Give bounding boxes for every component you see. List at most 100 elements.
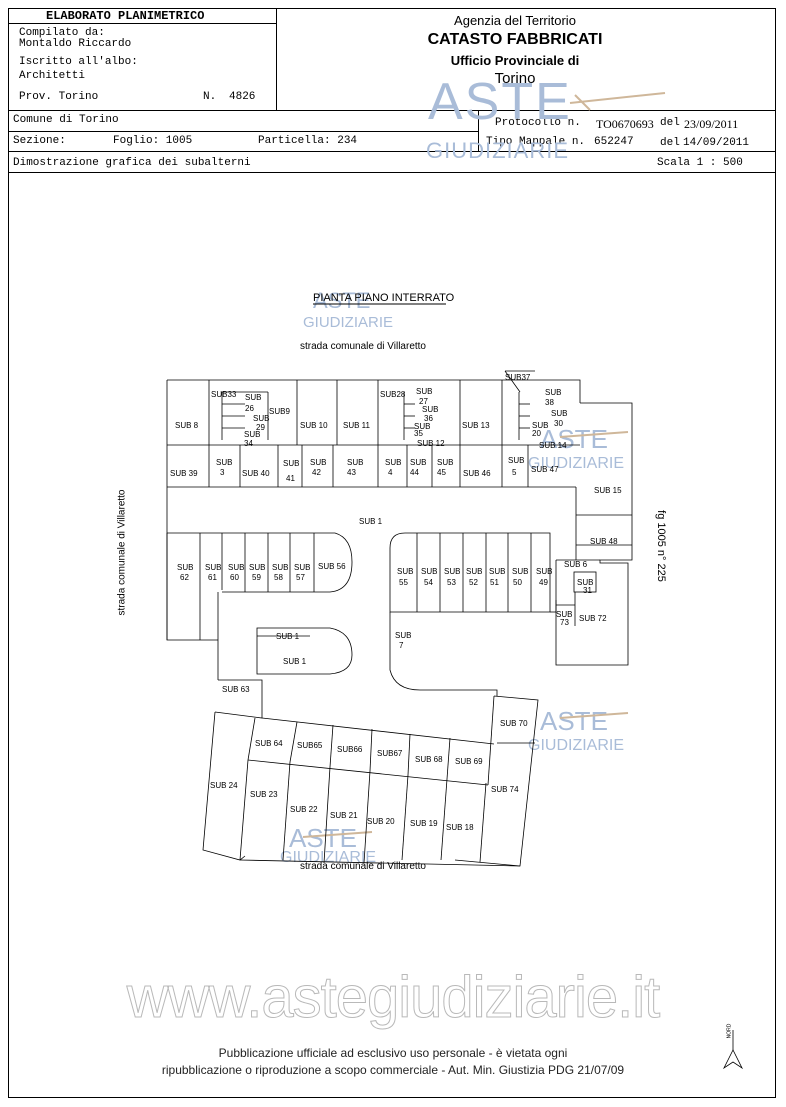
sub-label: SUB 70: [500, 719, 528, 728]
tipo-del: del: [660, 137, 680, 149]
sub-label: 57: [296, 573, 305, 582]
office-city: Torino: [494, 70, 536, 87]
gavel-icon: [302, 92, 666, 838]
sub-label: SUB 18: [446, 823, 474, 832]
watermark-aste-header: ASTE: [428, 73, 572, 131]
tipo-date: 14/09/2011: [683, 137, 750, 149]
sub-label: 44: [410, 468, 419, 477]
sub-label: 20: [532, 429, 541, 438]
sub-label: 53: [447, 578, 456, 587]
sub-label: SUB66: [337, 745, 363, 754]
sub-label: SUB 48: [590, 537, 618, 546]
sub-label: SUB 1: [359, 517, 383, 526]
street-bottom: strada comunale di Villaretto: [300, 861, 426, 872]
compiled-label: Compilato da:: [19, 27, 105, 39]
sub-label: SUB: [536, 567, 552, 576]
sub-label: SUB: [421, 567, 437, 576]
sub-label: SUB 56: [318, 562, 346, 571]
compiled-name: Montaldo Riccardo: [19, 38, 132, 50]
document-frame: [8, 8, 776, 1098]
sub-label: SUB65: [297, 741, 323, 750]
header-box-title: ELABORATO PLANIMETRICO: [46, 9, 205, 23]
sub-label: SUB 11: [343, 421, 371, 430]
sub-label: 29: [256, 423, 265, 432]
sub-label: SUB 12: [417, 439, 445, 448]
sub-label: 42: [312, 468, 321, 477]
watermark-giudiziarie-right: GIUDIZIARIE: [528, 455, 625, 472]
sub-label: SUB: [444, 567, 460, 576]
sub-label: 43: [347, 468, 356, 477]
plan-lines: [166, 92, 744, 1070]
sub-label: 51: [490, 578, 499, 587]
sub-label: SUB: [283, 459, 299, 468]
sub-label: SUB 13: [462, 421, 490, 430]
watermark-aste-plan: ASTE: [313, 288, 371, 313]
sub-label: SUB 1: [276, 632, 300, 641]
albo-label: Iscritto all'albo:: [19, 56, 138, 68]
sub-label: SUB 24: [210, 781, 238, 790]
sub-label: 30: [554, 419, 563, 428]
sub-label: SUB: [385, 458, 401, 467]
sub-label: 38: [545, 398, 554, 407]
watermark-giudiziarie-plan: GIUDIZIARIE: [303, 314, 394, 331]
sub-label: SUB 19: [410, 819, 438, 828]
sub-label: 49: [539, 578, 548, 587]
sub-label: SUB 68: [415, 755, 443, 764]
footer-line-2: ripubblicazione o riproduzione a scopo c…: [161, 1063, 625, 1077]
sub-label: SUB28: [380, 390, 406, 399]
sub-label: SUB: [422, 405, 438, 414]
sub-label: SUB 20: [367, 817, 395, 826]
info-mid-rule: [8, 151, 776, 152]
sub-label: SUB: [508, 456, 524, 465]
sub-label: SUB: [414, 422, 430, 431]
sub-label: SUB 22: [290, 805, 318, 814]
sub-label: SUB 1: [283, 657, 307, 666]
plan-title: PIANTA PIANO INTERRATO: [313, 292, 455, 304]
sub-label: SUB 39: [170, 469, 198, 478]
tipo-value: 652247: [594, 136, 634, 148]
sub-label: SUB: [489, 567, 505, 576]
sub-label: 62: [180, 573, 189, 582]
sub-label: 58: [274, 573, 283, 582]
sub-label: SUB: [397, 567, 413, 576]
albo-value: Architetti: [19, 70, 86, 82]
sub-label: 4: [388, 468, 393, 477]
sub-label: SUB: [410, 458, 426, 467]
sub-label: 54: [424, 578, 433, 587]
sub-label: SUB: [347, 458, 363, 467]
sub-label: SUB: [249, 563, 265, 572]
sub-label: 7: [399, 641, 404, 650]
sub-label: SUB: [294, 563, 310, 572]
sub-label: SUB: [437, 458, 453, 467]
sub-label: SUB: [551, 409, 567, 418]
protocollo-date: 23/09/2011: [684, 117, 739, 131]
sub-label: SUB: [545, 388, 561, 397]
fg-right: fg 1005 n° 225: [655, 510, 667, 582]
sub-label: 26: [245, 404, 254, 413]
sub-label: SUB 64: [255, 739, 283, 748]
sub-label: SUB: [577, 578, 593, 587]
header-divider: [276, 8, 277, 110]
sub-label: SUB 46: [463, 469, 491, 478]
sub-label: 52: [469, 578, 478, 587]
sub-label: 61: [208, 573, 217, 582]
sub-label: 55: [399, 578, 408, 587]
sub-label: 59: [252, 573, 261, 582]
sub-label: 31: [583, 586, 592, 595]
street-top: strada comunale di Villaretto: [300, 341, 426, 352]
comune-rule: [8, 131, 478, 132]
sub-label: SUB: [228, 563, 244, 572]
north-arrow-icon: [722, 1030, 744, 1070]
sub-label: SUB 8: [175, 421, 199, 430]
sub-label: SUB: [395, 631, 411, 640]
watermark-site-url: www.astegiudiziarie.it: [126, 965, 660, 1031]
sub-label: 60: [230, 573, 239, 582]
sub-label: SUB 47: [531, 465, 559, 474]
sub-label: SUB 14: [539, 441, 567, 450]
sub-label: SUB 10: [300, 421, 328, 430]
sub-label: SUB 6: [564, 560, 588, 569]
sub-label: SUB: [310, 458, 326, 467]
sub-label: SUB37: [505, 373, 531, 382]
sub-label: 41: [286, 474, 295, 483]
